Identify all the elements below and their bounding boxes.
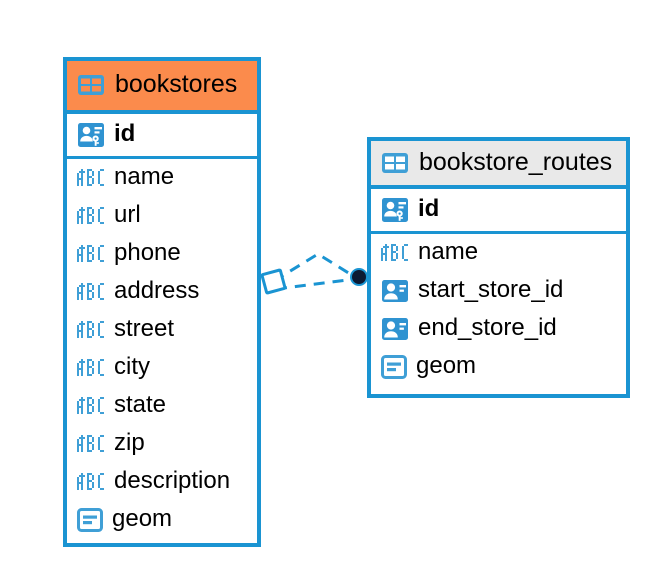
abc-text-icon — [381, 244, 409, 261]
geometry-icon — [77, 507, 103, 532]
column-label-routes-id: id — [418, 195, 440, 223]
column-label-name: name — [114, 163, 175, 191]
table-icon — [381, 151, 409, 175]
column-label-city: city — [114, 353, 150, 381]
foreign-key-icon — [381, 317, 409, 341]
entity-bookstore-routes-title: bookstore_routes — [419, 147, 613, 176]
column-label-routes-name: name — [418, 238, 479, 266]
column-row-routes-id[interactable]: id — [371, 189, 626, 234]
abc-text-icon — [77, 245, 105, 262]
column-label-state: state — [114, 391, 167, 419]
abc-text-icon — [77, 169, 105, 186]
relationship-line-lower — [275, 277, 356, 291]
column-label-routes-geom: geom — [416, 352, 477, 380]
column-label-description: description — [114, 467, 231, 495]
column-label-url: url — [114, 201, 141, 229]
column-row-start-store-id[interactable]: start_store_id — [371, 272, 626, 310]
abc-text-icon — [77, 435, 105, 452]
column-row-url[interactable]: url — [67, 197, 257, 235]
column-label-start-store-id: start_store_id — [418, 276, 564, 304]
column-row-state[interactable]: state — [67, 387, 257, 425]
circle-marker-icon — [350, 268, 368, 286]
abc-text-icon — [77, 321, 105, 338]
column-label-phone: phone — [114, 239, 181, 267]
foreign-key-icon — [381, 279, 409, 303]
column-row-street[interactable]: street — [67, 311, 257, 349]
diamond-marker-icon — [260, 268, 287, 295]
relationship-line-upper — [273, 252, 356, 283]
column-row-end-store-id[interactable]: end_store_id — [371, 310, 626, 348]
column-row-phone[interactable]: phone — [67, 235, 257, 273]
geometry-icon — [381, 354, 407, 379]
entity-bookstore-routes-header[interactable]: bookstore_routes — [371, 141, 626, 189]
column-row-city[interactable]: city — [67, 349, 257, 387]
column-row-geom[interactable]: geom — [67, 501, 257, 539]
column-row-zip[interactable]: zip — [67, 425, 257, 463]
column-label-geom: geom — [112, 505, 173, 533]
table-icon — [77, 73, 105, 97]
entity-bookstores-title: bookstores — [115, 70, 238, 99]
column-label-id: id — [114, 120, 136, 148]
column-label-address: address — [114, 277, 200, 305]
abc-text-icon — [77, 397, 105, 414]
entity-bookstores-header[interactable]: bookstores — [67, 61, 257, 114]
primary-key-icon — [381, 197, 409, 223]
column-row-id[interactable]: id — [67, 114, 257, 159]
column-row-routes-name[interactable]: name — [371, 234, 626, 272]
column-row-routes-geom[interactable]: geom — [371, 348, 626, 386]
entity-bookstore-routes[interactable]: bookstore_routes id — [367, 137, 630, 398]
entity-bookstores[interactable]: bookstores id — [63, 57, 261, 547]
column-row-description[interactable]: description — [67, 463, 257, 501]
abc-text-icon — [77, 359, 105, 376]
column-label-street: street — [114, 315, 175, 343]
column-row-name[interactable]: name — [67, 159, 257, 197]
column-row-address[interactable]: address — [67, 273, 257, 311]
column-label-end-store-id: end_store_id — [418, 314, 557, 342]
abc-text-icon — [77, 283, 105, 300]
abc-text-icon — [77, 207, 105, 224]
abc-text-icon — [77, 473, 105, 490]
primary-key-icon — [77, 122, 105, 148]
column-label-zip: zip — [114, 429, 145, 457]
